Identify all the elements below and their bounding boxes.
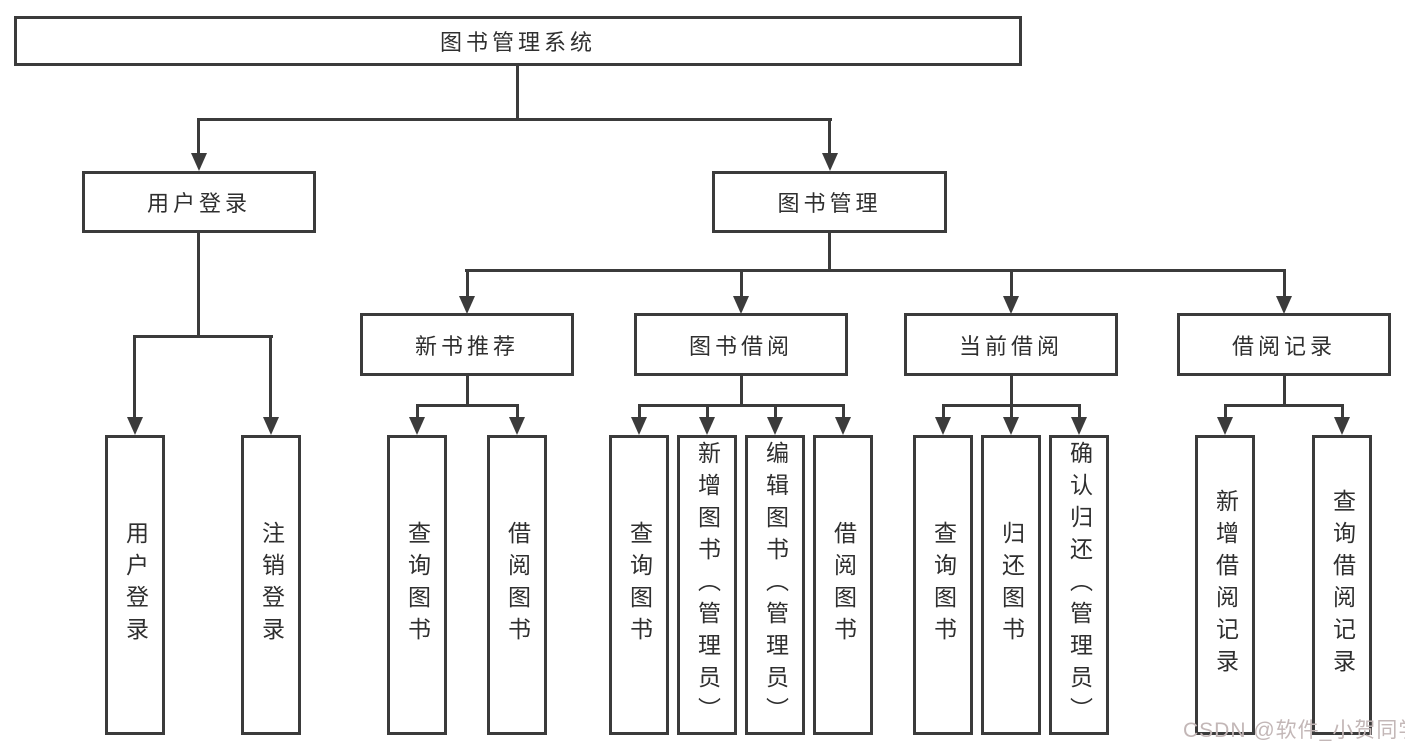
leaf-add-borrow-record-label: 新增借阅记录	[1212, 489, 1239, 681]
arrow-down-icon	[767, 417, 783, 435]
arrow-down-icon	[509, 417, 525, 435]
arrow-down-icon	[1003, 296, 1019, 314]
node-current-borrowing-label: 当前借阅	[958, 333, 1063, 359]
node-book-management-label: 图书管理	[777, 191, 882, 216]
leaf-add-books-admin: 新增图书（管理员）	[677, 435, 737, 735]
leaf-user-login: 用户登录	[105, 435, 165, 735]
leaf-query-books-borrowing: 查询图书	[609, 435, 669, 735]
arrow-down-icon	[1276, 296, 1292, 314]
connector-line	[942, 404, 945, 419]
node-root: 图书管理系统	[14, 16, 1022, 66]
leaf-query-borrow-record: 查询借阅记录	[1312, 435, 1372, 735]
connector-line	[465, 269, 1286, 272]
connector-line	[740, 269, 743, 298]
leaf-query-borrow-record-label: 查询借阅记录	[1329, 489, 1356, 681]
node-borrowing-records-label: 借阅记录	[1231, 333, 1336, 359]
connector-line	[828, 233, 831, 272]
connector-line	[133, 335, 273, 338]
connector-line	[706, 404, 709, 419]
node-new-book-recommend: 新书推荐	[360, 313, 574, 376]
arrow-down-icon	[459, 296, 475, 314]
connector-line	[516, 404, 519, 419]
connector-line	[197, 118, 200, 155]
leaf-edit-books-admin-label: 编辑图书（管理员）	[762, 441, 789, 729]
leaf-confirm-return-admin-label: 确认归还（管理员）	[1066, 441, 1093, 729]
connector-line	[466, 376, 469, 406]
leaf-query-books-recommend: 查询图书	[387, 435, 447, 735]
connector-line	[1078, 404, 1081, 419]
leaf-logout-login-label: 注销登录	[258, 521, 285, 649]
connector-line	[1283, 376, 1286, 406]
connector-line	[842, 404, 845, 419]
connector-line	[638, 404, 844, 407]
leaf-query-books-borrowing-label: 查询图书	[626, 521, 653, 649]
node-book-borrowing-label: 图书借阅	[688, 333, 793, 359]
arrow-down-icon	[822, 153, 838, 171]
leaf-query-books-recommend-label: 查询图书	[404, 521, 431, 649]
node-root-label: 图书管理系统	[439, 30, 596, 55]
leaf-borrow-books: 借阅图书	[813, 435, 873, 735]
node-current-borrowing: 当前借阅	[904, 313, 1118, 376]
leaf-confirm-return-admin: 确认归还（管理员）	[1049, 435, 1109, 735]
leaf-logout-login: 注销登录	[241, 435, 301, 735]
leaf-add-borrow-record: 新增借阅记录	[1195, 435, 1255, 735]
leaf-borrow-books-recommend-label: 借阅图书	[504, 521, 531, 649]
connector-line	[466, 269, 469, 298]
connector-line	[416, 404, 419, 419]
connector-line	[1010, 376, 1013, 406]
connector-line	[1010, 404, 1013, 419]
arrow-down-icon	[935, 417, 951, 435]
connector-line	[1341, 404, 1344, 419]
node-book-management: 图书管理	[712, 171, 947, 233]
csdn-watermark: CSDN @软件_小贺同学	[1183, 719, 1405, 742]
arrow-down-icon	[835, 417, 851, 435]
connector-line	[638, 404, 641, 419]
connector-line	[197, 233, 200, 337]
arrow-down-icon	[409, 417, 425, 435]
node-user-login-label: 用户登录	[146, 191, 251, 216]
arrow-down-icon	[733, 296, 749, 314]
node-new-book-recommend-label: 新书推荐	[414, 333, 519, 359]
connector-line	[1224, 404, 1343, 407]
connector-line	[197, 118, 832, 121]
connector-line	[133, 335, 136, 419]
arrow-down-icon	[191, 153, 207, 171]
arrow-down-icon	[1217, 417, 1233, 435]
leaf-add-books-admin-label: 新增图书（管理员）	[694, 441, 721, 729]
connector-line	[269, 335, 272, 419]
leaf-return-books-label: 归还图书	[998, 521, 1025, 649]
connector-line	[740, 376, 743, 406]
leaf-edit-books-admin: 编辑图书（管理员）	[745, 435, 805, 735]
node-book-borrowing: 图书借阅	[634, 313, 848, 376]
leaf-return-books: 归还图书	[981, 435, 1041, 735]
connector-line	[1224, 404, 1227, 419]
node-user-login: 用户登录	[82, 171, 316, 233]
connector-line	[828, 118, 831, 155]
connector-line	[1010, 269, 1013, 298]
connector-line	[774, 404, 777, 419]
arrow-down-icon	[127, 417, 143, 435]
connector-line	[416, 404, 518, 407]
leaf-query-books-current: 查询图书	[913, 435, 973, 735]
connector-line	[516, 66, 519, 120]
arrow-down-icon	[631, 417, 647, 435]
leaf-query-books-current-label: 查询图书	[930, 521, 957, 649]
leaf-borrow-books-recommend: 借阅图书	[487, 435, 547, 735]
arrow-down-icon	[1071, 417, 1087, 435]
leaf-user-login-label: 用户登录	[122, 521, 149, 649]
connector-line	[1283, 269, 1286, 298]
node-borrowing-records: 借阅记录	[1177, 313, 1391, 376]
arrow-down-icon	[1334, 417, 1350, 435]
leaf-borrow-books-label: 借阅图书	[830, 521, 857, 649]
arrow-down-icon	[1003, 417, 1019, 435]
arrow-down-icon	[263, 417, 279, 435]
arrow-down-icon	[699, 417, 715, 435]
